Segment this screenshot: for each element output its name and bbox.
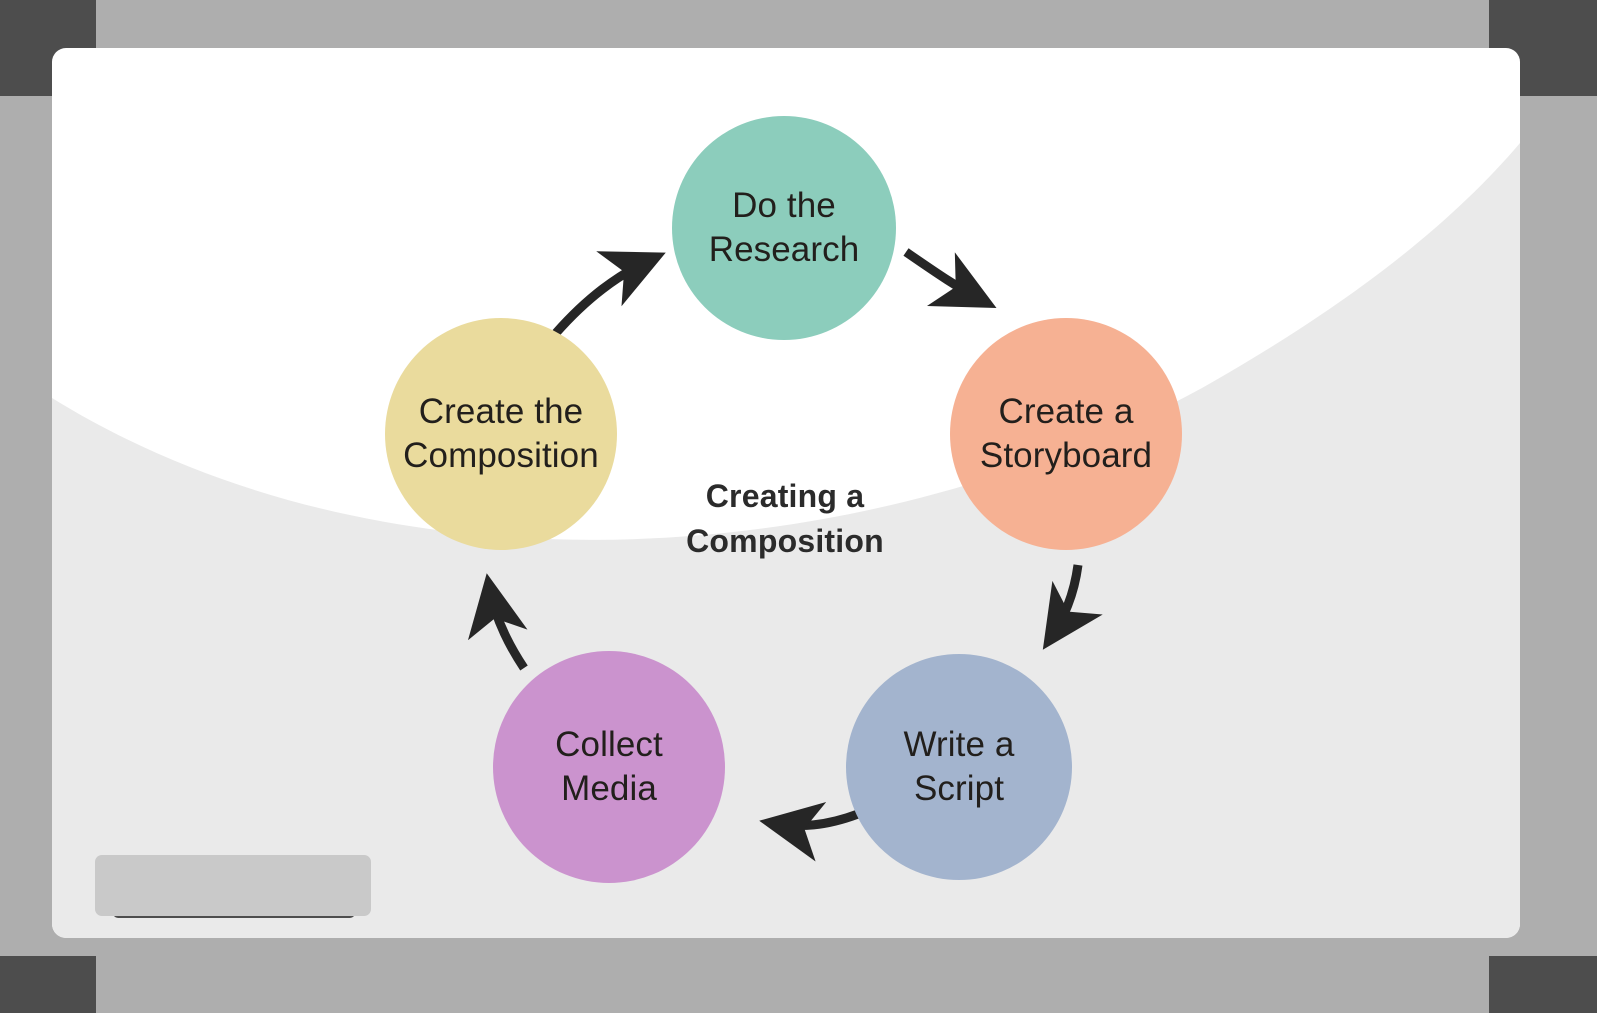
node-composition-label-line1: Create the (418, 391, 584, 431)
node-composition-label-line2: Composition (403, 436, 599, 475)
center-title-line2: Composition (686, 522, 884, 559)
node-research-label-line1: Do the (732, 185, 836, 225)
arrow-script-to-media (759, 801, 860, 862)
node-storyboard-label-line2: Storyboard (979, 436, 1153, 475)
node-research-label-line2: Research (708, 230, 860, 269)
node-media-label-line1: Collect (555, 724, 663, 764)
node-script[interactable]: Write a Script (846, 654, 1072, 880)
node-composition[interactable]: Create the Composition (385, 318, 617, 550)
node-script-label-line1: Write a (903, 724, 1015, 764)
whiteboard-surface (52, 48, 1520, 938)
diagram-center-title: Creating a Composition (620, 474, 950, 564)
node-media[interactable]: Collect Media (493, 651, 725, 883)
node-storyboard[interactable]: Create a Storyboard (950, 318, 1182, 550)
whiteboard-eraser[interactable] (95, 855, 371, 916)
node-script-label-line2: Script (913, 769, 1005, 808)
board-accent-swoosh (52, 143, 1520, 938)
node-research[interactable]: Do the Research (672, 116, 896, 340)
arrow-composition-to-research (552, 251, 666, 336)
arrow-storyboard-to-script (1042, 564, 1103, 650)
node-media-label-line2: Media (561, 769, 657, 808)
center-title-line1: Creating a (705, 478, 865, 514)
arrow-research-to-storyboard (903, 248, 997, 308)
node-storyboard-label-line1: Create a (998, 391, 1134, 431)
arrow-media-to-composition (467, 573, 528, 671)
